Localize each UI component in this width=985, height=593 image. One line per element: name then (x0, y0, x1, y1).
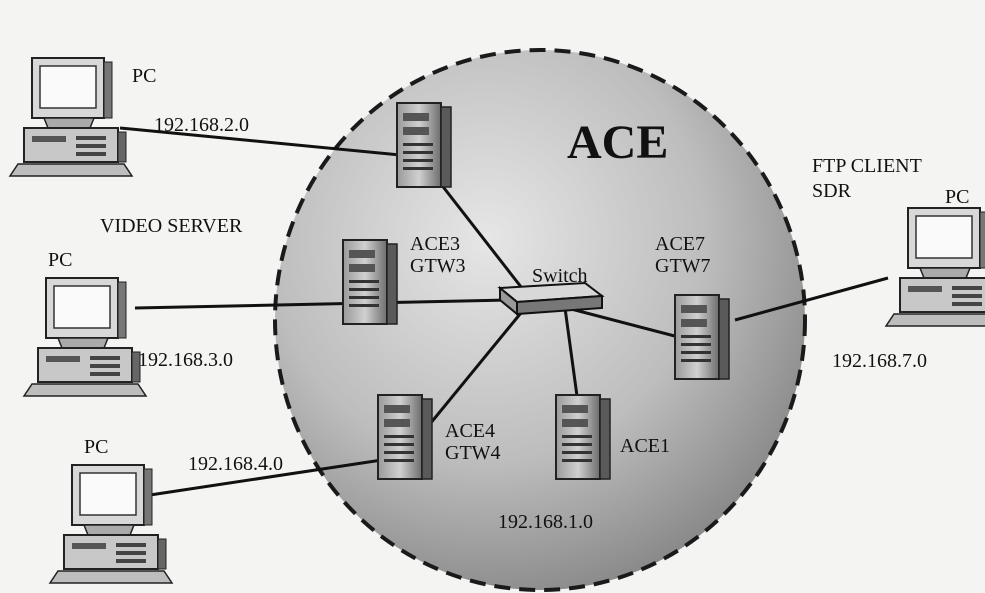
ace3-server-tower (342, 239, 398, 325)
switch-device (497, 281, 605, 317)
connection-lines (119, 126, 889, 497)
ace7-label: ACE7 (655, 233, 705, 255)
sdr-label: SDR (812, 180, 852, 202)
pc2-network-label: 192.168.3.0 (138, 349, 233, 371)
pc-icon-192-168-7-0 (885, 207, 985, 327)
pc-icon-192-168-2-0 (9, 57, 133, 177)
ace1-server-tower (555, 394, 611, 480)
pc3-label: PC (84, 436, 108, 458)
gtw3-label: GTW3 (410, 255, 466, 277)
pc-icon-192-168-4-0 (49, 464, 173, 584)
pc-icon-192-168-3-0 (23, 277, 147, 397)
ftp-client-label: FTP CLIENT (812, 155, 922, 177)
pc4-network-label: 192.168.7.0 (832, 350, 927, 372)
ace7-server-tower (674, 294, 730, 380)
pc1-network-label: 192.168.2.0 (154, 114, 249, 136)
pc3-network-label: 192.168.4.0 (188, 453, 283, 475)
pc1-label: PC (132, 65, 156, 87)
link-ace7-to-pc4 (734, 276, 889, 322)
video-server-tower (396, 102, 452, 188)
video-server-label: VIDEO SERVER (100, 215, 243, 237)
ace1-network-label: 192.168.1.0 (498, 511, 593, 533)
ace-region-label: ACE (567, 116, 668, 169)
ace4-server-tower (377, 394, 433, 480)
gtw4-label: GTW4 (445, 442, 501, 464)
ace4-label: ACE4 (445, 420, 495, 442)
link-pc3-to-ace4 (149, 458, 383, 497)
ace1-label: ACE1 (620, 435, 670, 457)
link-pc1-to-video-server (119, 126, 401, 157)
link-switch-to-ace4 (423, 307, 527, 431)
gtw7-label: GTW7 (655, 255, 711, 277)
switch-label: Switch (532, 265, 588, 287)
pc4-label: PC (945, 186, 969, 208)
ace3-label: ACE3 (410, 233, 460, 255)
link-pc2-to-ace3 (134, 298, 511, 310)
link-video-server-to-switch (428, 169, 527, 293)
pc2-label: PC (48, 249, 72, 271)
